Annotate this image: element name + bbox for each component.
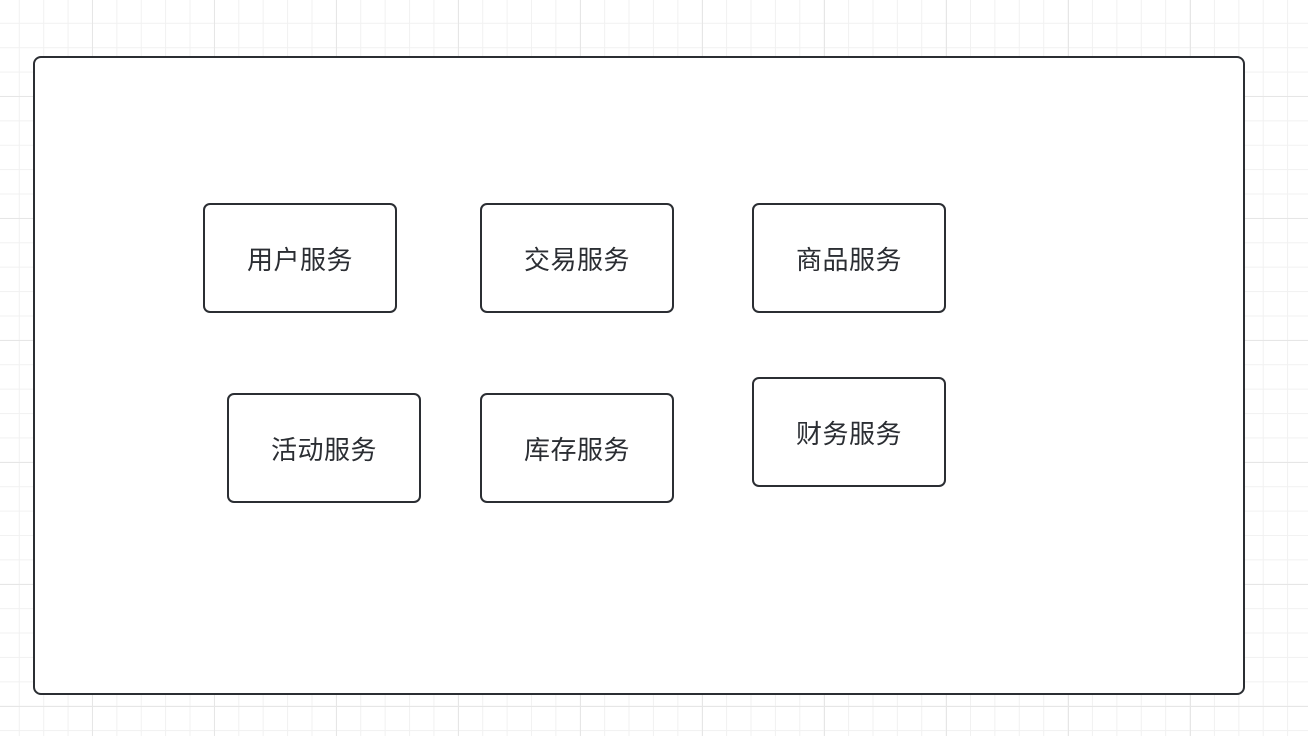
service-node-label: 交易服务 <box>523 245 630 276</box>
service-node-activity[interactable]: 活动服务 <box>227 393 421 503</box>
service-node-trade[interactable]: 交易服务 <box>480 203 674 313</box>
service-node-label: 用户服务 <box>246 245 353 276</box>
service-node-product[interactable]: 商品服务 <box>752 203 946 313</box>
service-node-stock[interactable]: 库存服务 <box>480 393 674 503</box>
service-node-finance[interactable]: 财务服务 <box>752 377 946 487</box>
service-node-label: 库存服务 <box>523 435 630 466</box>
service-node-label: 活动服务 <box>270 435 377 466</box>
service-node-label: 财务服务 <box>795 419 902 450</box>
service-node-label: 商品服务 <box>795 245 902 276</box>
service-node-user[interactable]: 用户服务 <box>203 203 397 313</box>
system-container[interactable] <box>33 56 1245 695</box>
